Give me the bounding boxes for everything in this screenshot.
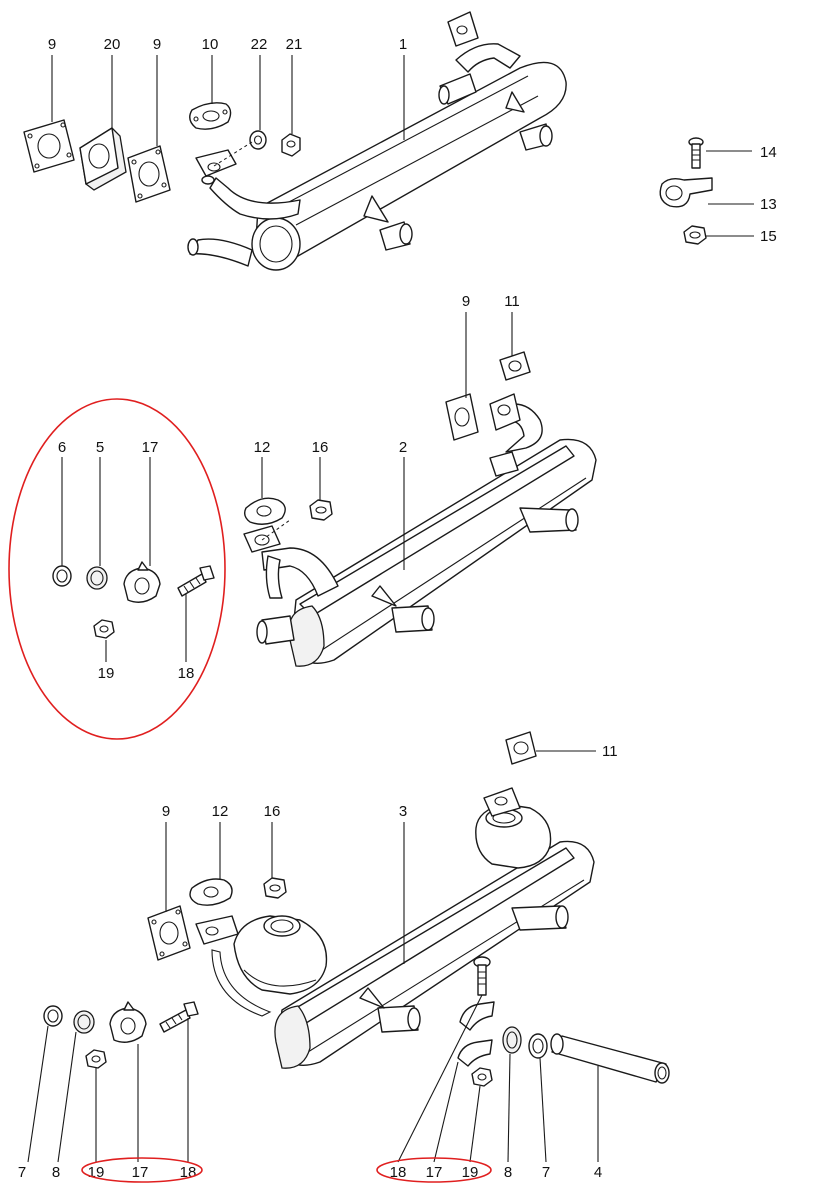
ring-7	[43, 1005, 63, 1027]
label-14: 14	[760, 144, 777, 161]
label-7: 7	[18, 1164, 26, 1181]
leaders-section-3	[27, 750, 599, 1163]
bolt-18	[177, 565, 215, 597]
label-15: 15	[760, 228, 777, 245]
label-5: 5	[96, 439, 104, 456]
clamp-17	[109, 1001, 147, 1043]
nut-19	[85, 1049, 107, 1069]
label-8: 8	[52, 1164, 60, 1181]
label-9: 9	[153, 36, 161, 53]
muffler-1-assembly	[23, 11, 713, 271]
seal-5	[86, 566, 108, 590]
clamp-13	[659, 177, 713, 208]
label-10: 10	[202, 36, 219, 53]
label-17: 17	[132, 1164, 149, 1181]
label-11: 11	[504, 293, 520, 310]
label-17: 17	[142, 439, 159, 456]
ring-7	[528, 1033, 548, 1059]
seal-8	[73, 1010, 95, 1034]
ring-6	[52, 565, 72, 587]
label-3: 3	[399, 803, 407, 820]
flange-20	[79, 127, 127, 191]
clamp-17	[123, 561, 161, 603]
label-1: 1	[399, 36, 407, 53]
label-19: 19	[462, 1164, 479, 1181]
label-9: 9	[162, 803, 170, 820]
muffler-3-assembly	[43, 731, 670, 1087]
bolt-18	[159, 1001, 199, 1033]
gasket-11	[505, 731, 537, 765]
nut-15	[683, 225, 707, 245]
label-19: 19	[98, 665, 115, 682]
label-16: 16	[264, 803, 281, 820]
bolt-18	[473, 956, 491, 996]
nut-21	[281, 133, 301, 157]
label-11: 11	[602, 743, 618, 760]
label-9: 9	[48, 36, 56, 53]
label-9: 9	[462, 293, 470, 310]
label-20: 20	[104, 36, 121, 53]
gasket-12	[189, 878, 233, 906]
gasket-11	[499, 351, 531, 381]
nut-19	[471, 1067, 493, 1087]
seal-8	[502, 1026, 522, 1054]
label-18: 18	[178, 665, 195, 682]
label-12: 12	[254, 439, 271, 456]
label-21: 21	[286, 36, 303, 53]
leaders-section-2	[61, 312, 513, 662]
clamp-kit-parts	[52, 561, 215, 639]
label-13: 13	[760, 196, 777, 213]
gasket-9	[147, 905, 191, 961]
label-17: 17	[426, 1164, 443, 1181]
clamp-kit-left	[43, 1001, 199, 1069]
muffler-3	[195, 787, 595, 1069]
clamp-kit-right	[457, 956, 670, 1087]
washer-22	[249, 130, 267, 150]
labels-section-2: 9 11 6 5 17 12 16 2 19 18	[58, 293, 520, 682]
gasket-9	[445, 393, 479, 441]
label-16: 16	[312, 439, 329, 456]
bolt-14	[688, 137, 704, 169]
nut-16	[263, 877, 287, 899]
highlight-oval-left-labels	[81, 1157, 203, 1183]
label-7: 7	[542, 1164, 550, 1181]
highlight-clamp-kit-circle	[8, 398, 226, 740]
label-22: 22	[251, 36, 268, 53]
label-8: 8	[504, 1164, 512, 1181]
label-2: 2	[399, 439, 407, 456]
label-18: 18	[390, 1164, 407, 1181]
label-4: 4	[594, 1164, 602, 1181]
nut-16	[309, 499, 333, 521]
gasket-9-left	[23, 119, 75, 173]
label-6: 6	[58, 439, 66, 456]
highlight-oval-right-labels	[376, 1157, 492, 1183]
leaders-section-1	[51, 55, 754, 237]
muffler-2-assembly	[243, 351, 597, 667]
muffler-2	[243, 393, 597, 667]
labels-section-1: 9 20 9 10 22 21 1 14 13 15	[48, 36, 777, 245]
nut-19	[93, 619, 115, 639]
labels-section-3: 11 9 12 16 3 7 8 19 17 18 18 17 19 8 7 4	[18, 743, 618, 1181]
label-12: 12	[212, 803, 229, 820]
gasket-9-right	[127, 145, 171, 203]
muffler-1	[187, 11, 567, 271]
gasket-12	[243, 497, 286, 525]
gasket-10	[189, 102, 232, 130]
clamp-17	[457, 1001, 495, 1067]
tailpipe-4	[550, 1033, 670, 1084]
